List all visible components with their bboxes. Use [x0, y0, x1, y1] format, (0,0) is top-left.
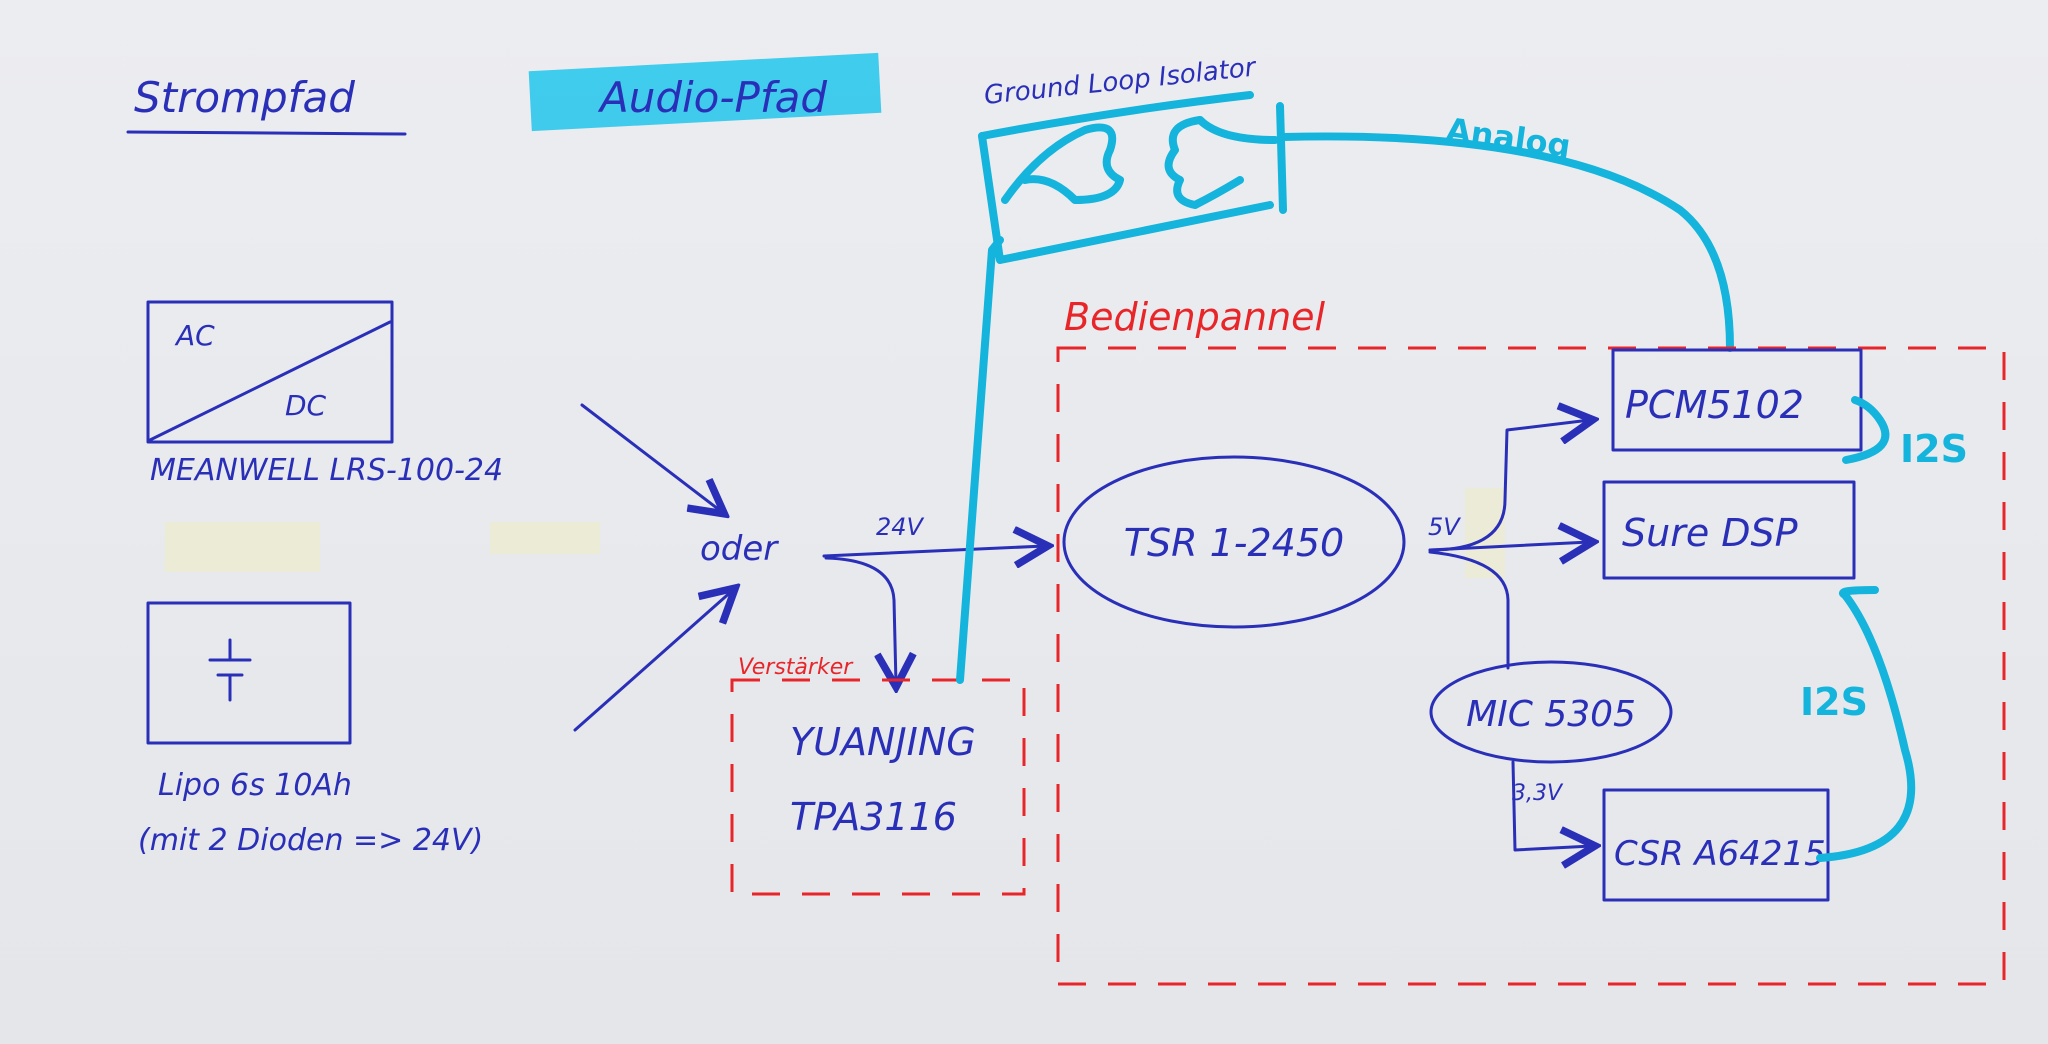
dc-label: DC: [285, 389, 327, 422]
power-supply-block: AC DC: [146, 300, 394, 444]
ldo-node: [1429, 660, 1673, 764]
dsp-label: Sure DSP: [1622, 511, 1798, 555]
regulator-node: [1062, 455, 1406, 629]
arrow-24v-to-amplifier: [824, 556, 896, 684]
power-supply-label: MEANWELL LRS-100-24: [150, 453, 503, 488]
ldo-label: MIC 5305: [1466, 694, 1636, 735]
heading-audio-path: Audio-Pfad: [597, 73, 827, 122]
voltage-5v-label: 5V: [1428, 513, 1461, 541]
panel-label: Bedienpannel: [1064, 295, 1326, 339]
analog-label: Analog: [1444, 110, 1573, 165]
ground-loop-isolator: [978, 91, 1287, 264]
arrow-33v-to-bluetooth: [1511, 760, 1592, 850]
arrow-psu-to-or: [580, 403, 722, 512]
heading-underline: [126, 130, 407, 136]
battery-note: (mit 2 Dioden => 24V): [138, 823, 483, 858]
voltage-24v-label: 24V: [876, 513, 925, 541]
tape-piece: [1465, 488, 1505, 578]
audio-path-highlight: [528, 52, 882, 132]
line-5v-to-ldo: [1428, 550, 1510, 670]
dsp-block: [1602, 480, 1856, 580]
or-label: oder: [700, 529, 779, 569]
audio-line-amp-to-isolator: [956, 236, 1004, 684]
battery-block: [146, 601, 352, 745]
battery-label: Lipo 6s 10Ah: [158, 768, 352, 803]
amplifier-line2: TPA3116: [790, 795, 957, 839]
dac-label: PCM5102: [1625, 383, 1804, 427]
i2s-link-dsp-to-dac: [1842, 396, 1890, 464]
arrow-battery-to-or: [573, 590, 733, 732]
i2s-top-label: I2S: [1900, 427, 1968, 471]
heading-power-path: Strompfad: [134, 73, 355, 122]
control-panel-group: [1056, 346, 2006, 986]
amplifier-group-label: Verstärker: [738, 655, 854, 680]
tape-piece: [490, 522, 600, 554]
analog-line: [1279, 132, 1734, 352]
i2s-link-bluetooth-to-dsp: [1816, 586, 1916, 862]
voltage-33v-label: 3,3V: [1512, 781, 1564, 806]
bluetooth-block: [1602, 788, 1830, 902]
arrow-5v-to-dsp: [1428, 542, 1590, 550]
ac-label: AC: [174, 319, 215, 352]
amplifier-line1: YUANJING: [790, 720, 976, 764]
regulator-label: TSR 1-2450: [1124, 521, 1344, 565]
bluetooth-label: CSR A64215: [1614, 834, 1826, 874]
arrow-24v-to-regulator: [822, 546, 1045, 556]
i2s-bottom-label: I2S: [1800, 680, 1868, 724]
tape-piece: [165, 522, 320, 572]
amplifier-group: [730, 678, 1026, 896]
